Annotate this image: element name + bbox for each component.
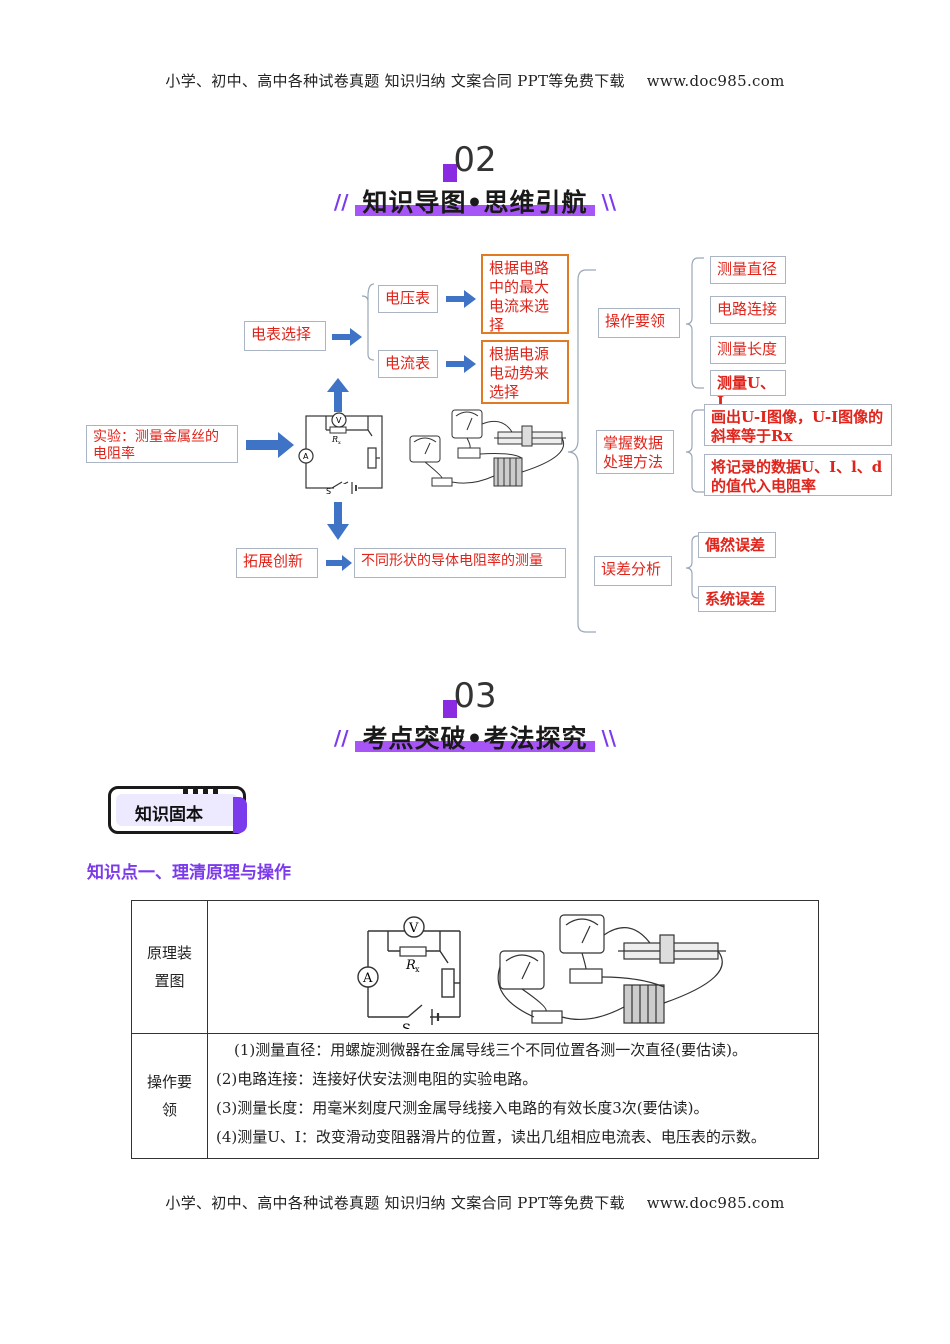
voltmeter-symbol: V bbox=[336, 416, 342, 425]
arrow-right-icon bbox=[332, 328, 362, 346]
operation-cell: (1)测量直径：用螺旋测微器在金属导线三个不同位置各测一次直径(要估读)。 (2… bbox=[207, 1033, 819, 1159]
arrow-right-icon bbox=[446, 290, 476, 308]
meter-select-box: 电表选择 bbox=[244, 321, 326, 351]
row2-label: 操作要领 bbox=[131, 1033, 208, 1159]
error-box: 误差分析 bbox=[594, 556, 672, 586]
switch-symbol: S bbox=[326, 487, 331, 496]
rx-sub: x bbox=[338, 440, 341, 446]
circuit-diagram: V A R x S bbox=[298, 412, 383, 496]
tag-dots bbox=[183, 782, 223, 801]
voltmeter-rule-box: 根据电路中的最大电流来选择 bbox=[481, 254, 569, 334]
rx-symbol: R bbox=[331, 435, 338, 444]
rx-symbol: R bbox=[405, 958, 416, 973]
principle-diagram: V A R x S bbox=[357, 914, 726, 1029]
row1-label: 原理装置图 bbox=[131, 900, 208, 1034]
ammeter-rule-box: 根据电源电动势来选择 bbox=[481, 340, 569, 404]
table-row: 原理装置图 bbox=[131, 900, 819, 1034]
error-item-1: 系统误差 bbox=[698, 586, 776, 612]
section-3-number: 03 bbox=[0, 676, 950, 718]
arrow-down-icon bbox=[327, 502, 349, 540]
section-mark bbox=[443, 164, 457, 182]
arrow-right-icon bbox=[246, 432, 294, 458]
op-item-1: 电路连接 bbox=[710, 296, 786, 324]
section-mark bbox=[443, 700, 457, 718]
data-item-0: 画出U-I图像，U-I图像的斜率等于Rx bbox=[704, 404, 892, 446]
knowledge-point-title: 知识点一、理清原理与操作 bbox=[87, 863, 291, 883]
op-line-4: (4)测量U、I：改变滑动变阻器滑片的位置，读出几组相应电流表、电压表的示数。 bbox=[216, 1128, 766, 1146]
rx-sub: x bbox=[415, 965, 420, 974]
knowledge-tag: 知识固本 bbox=[108, 786, 247, 834]
section-2-title: //知识导图•思维引航\\ bbox=[0, 183, 950, 219]
op-item-2: 测量长度 bbox=[710, 336, 786, 364]
footer-text: 小学、初中、高中各种试卷真题 知识归纳 文案合同 PPT等免费下载 bbox=[165, 1194, 625, 1212]
knowledge-table: 原理装置图 bbox=[131, 900, 819, 1159]
header-text: 小学、初中、高中各种试卷真题 知识归纳 文案合同 PPT等免费下载 bbox=[165, 72, 625, 90]
tag-label: 知识固本 bbox=[135, 805, 203, 825]
data-proc-box: 掌握数据处理方法 bbox=[596, 430, 674, 474]
section-2-number: 02 bbox=[0, 140, 950, 182]
mindmap-root: 实验：测量金属丝的电阻率 bbox=[86, 425, 238, 463]
mindmap-connectors bbox=[361, 257, 704, 633]
ammeter-box: 电流表 bbox=[378, 350, 438, 378]
footer-site: www.doc985.com bbox=[646, 1194, 785, 1212]
op-line-1: (1)测量直径：用螺旋测微器在金属导线三个不同位置各测一次直径(要估读)。 bbox=[234, 1041, 747, 1059]
page-header: 小学、初中、高中各种试卷真题 知识归纳 文案合同 PPT等免费下载 www.doc… bbox=[0, 70, 950, 91]
op-line-2: (2)电路连接：连接好伏安法测电阻的实验电路。 bbox=[216, 1070, 538, 1088]
principle-diagram-cell: V A R x S bbox=[207, 900, 819, 1034]
arrow-right-icon bbox=[446, 355, 476, 373]
data-item-1: 将记录的数据U、I、l、d的值代入电阻率 bbox=[704, 454, 892, 496]
switch-symbol: S bbox=[402, 1022, 411, 1029]
section-3-title: //考点突破•考法探究\\ bbox=[0, 719, 950, 755]
ammeter-symbol: A bbox=[303, 452, 309, 461]
ammeter-symbol: A bbox=[362, 971, 373, 986]
arrow-right-icon bbox=[326, 555, 352, 571]
apparatus-illustration bbox=[409, 409, 566, 487]
op-item-0: 测量直径 bbox=[710, 256, 786, 284]
extend-item-box: 不同形状的导体电阻率的测量 bbox=[354, 548, 566, 578]
op-item-3: 测量U、I bbox=[710, 370, 786, 411]
header-site: www.doc985.com bbox=[646, 72, 785, 90]
table-row: 操作要领 (1)测量直径：用螺旋测微器在金属导线三个不同位置各测一次直径(要估读… bbox=[131, 1033, 819, 1159]
error-item-0: 偶然误差 bbox=[698, 532, 776, 558]
operation-box: 操作要领 bbox=[598, 308, 680, 338]
op-line-3: (3)测量长度：用毫米刻度尺测金属导线接入电路的有效长度3次(要估读)。 bbox=[216, 1099, 709, 1117]
extend-box: 拓展创新 bbox=[236, 548, 318, 578]
voltmeter-box: 电压表 bbox=[378, 285, 438, 313]
voltmeter-symbol: V bbox=[408, 921, 419, 936]
page-footer: 小学、初中、高中各种试卷真题 知识归纳 文案合同 PPT等免费下载 www.doc… bbox=[0, 1192, 950, 1213]
arrow-up-icon bbox=[327, 378, 349, 412]
